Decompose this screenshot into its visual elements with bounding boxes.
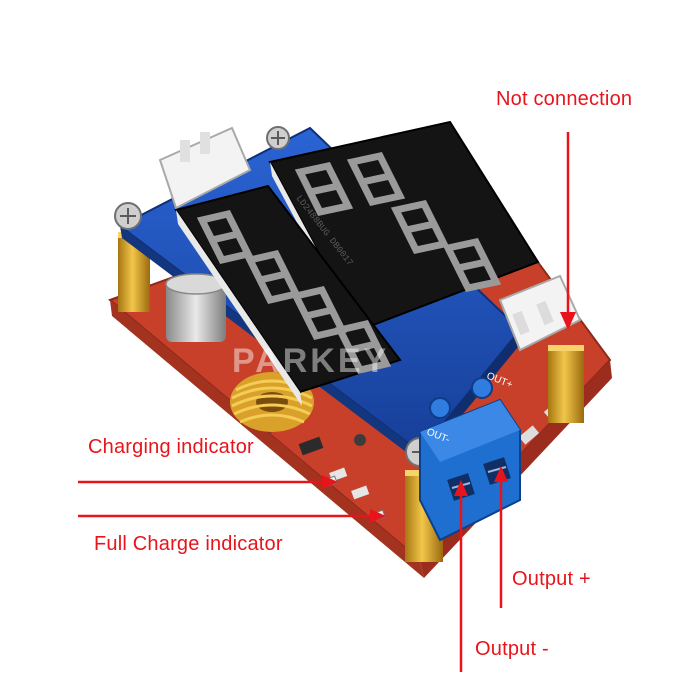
annotation-lines [78,132,570,672]
screw-left [114,202,142,230]
pad-out-plus [471,377,493,399]
output-minus-arrowhead [454,480,468,496]
output-plus-arrowhead [494,466,508,482]
label-output-plus: Output + [512,568,591,590]
screw-top [266,126,290,150]
left-white-connector [158,126,252,210]
right-header-pins [548,345,584,423]
label-not-connection: Not connection [496,88,633,110]
watermark: PARKEY [232,342,389,380]
label-full-charge-indicator: Full Charge indicator [94,533,283,555]
label-output-minus: Output - [475,638,549,660]
label-charging-indicator: Charging indicator [88,436,254,458]
right-white-connector [498,274,582,352]
lower-led-display [174,184,402,406]
charging-arrowhead [322,475,338,489]
full-charge-arrowhead [370,509,386,523]
annotation-arrowheads [322,312,576,523]
electrolytic-capacitor [165,273,227,342]
pad-out-minus [429,397,451,419]
not-connection-arrowhead [560,312,576,330]
red-base-pcb-side [110,300,424,578]
